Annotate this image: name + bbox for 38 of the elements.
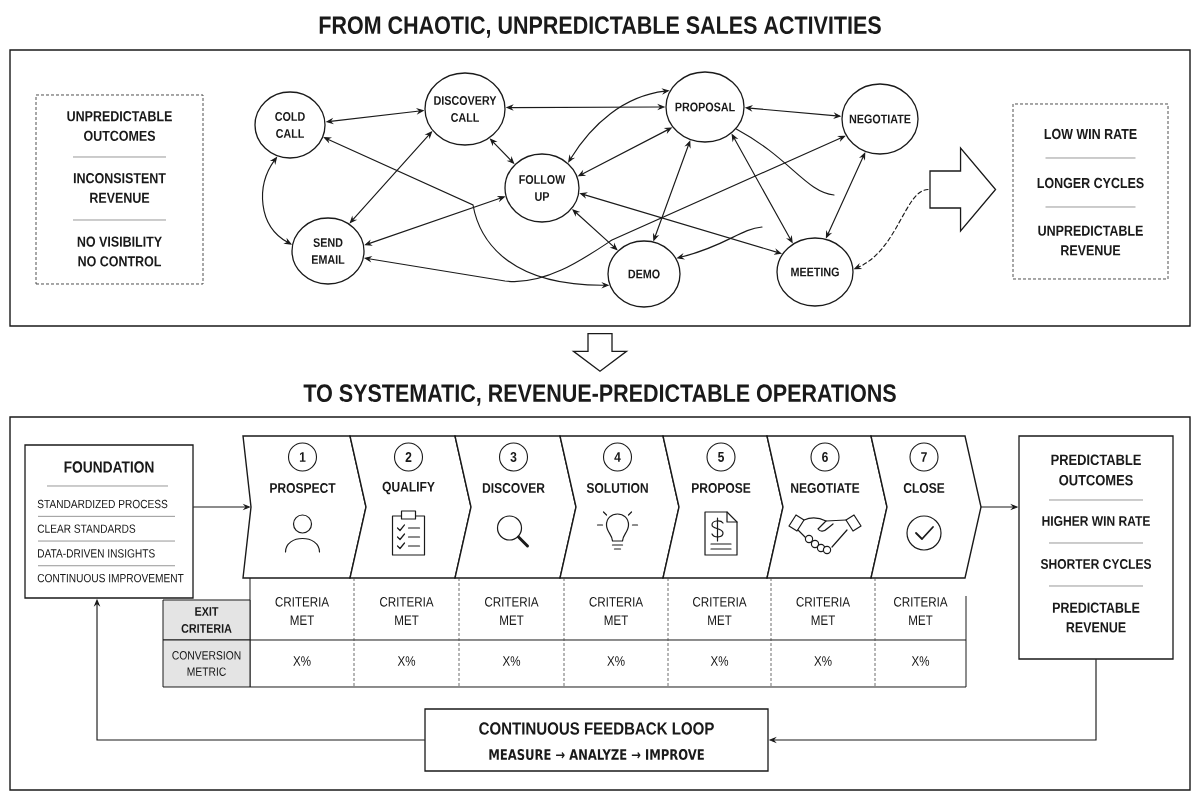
percent-value: X%: [293, 656, 311, 666]
section-title: TO SYSTEMATIC, REVENUE-PREDICTABLE OPERATIONS: [303, 384, 896, 406]
list-item: STANDARDIZED PROCESS: [37, 499, 168, 509]
percent-value: X%: [710, 656, 729, 666]
outcome-text: HIGHER WIN RATE: [1042, 516, 1150, 526]
outcome-text: PREDICTABLE REVENUE: [1052, 602, 1140, 633]
status-text: CRITERIA MET: [894, 597, 948, 625]
block-arrow: [571, 333, 629, 373]
block-arrow: [929, 146, 997, 233]
outcome-text: LOW WIN RATE: [1044, 128, 1137, 140]
outcome-text: LONGER CYCLES: [1037, 177, 1144, 189]
outcome-text: UNPREDICTABLE REVENUE: [1038, 225, 1143, 256]
percent-value: X%: [911, 656, 930, 666]
header-cell: EXIT CRITERIA: [162, 599, 251, 641]
status-text: CRITERIA MET: [380, 597, 434, 625]
outcome-text: SHORTER CYCLES: [1040, 559, 1152, 569]
status-text: CRITERIA MET: [796, 597, 851, 625]
percent-value: X%: [814, 656, 832, 666]
outcome-text: INCONSISTENT REVENUE: [73, 173, 166, 203]
percent-value: X%: [502, 656, 521, 666]
loop-title: CONTINUOUS FEEDBACK LOOP: [479, 722, 714, 735]
box-heading: FOUNDATION: [64, 461, 154, 473]
list-item: DATA-DRIVEN INSIGHTS: [38, 549, 155, 558]
percent-value: X%: [607, 656, 625, 666]
status-text: CRITERIA MET: [485, 597, 539, 625]
list-item: CONTINUOUS IMPROVEMENT: [37, 573, 184, 583]
status-text: CRITERIA MET: [589, 597, 644, 625]
outcome-text: NO VISIBILITY NO CONTROL: [77, 236, 162, 267]
status-text: CRITERIA MET: [275, 597, 330, 625]
status-text: CRITERIA MET: [693, 597, 747, 625]
list-item: CLEAR STANDARDS: [37, 524, 136, 533]
outcome-text: PREDICTABLE OUTCOMES: [1051, 454, 1141, 486]
section-title: FROM CHAOTIC, UNPREDICTABLE SALES ACTIVITIES: [319, 16, 881, 38]
header-cell: CONVERSION METRIC: [162, 639, 251, 688]
percent-value: X%: [397, 656, 416, 666]
connector-line: [735, 128, 835, 196]
loop-steps: MEASURE → ANALYZE → IMPROVE: [489, 749, 704, 760]
outcome-text: UNPREDICTABLE OUTCOMES: [67, 111, 172, 141]
